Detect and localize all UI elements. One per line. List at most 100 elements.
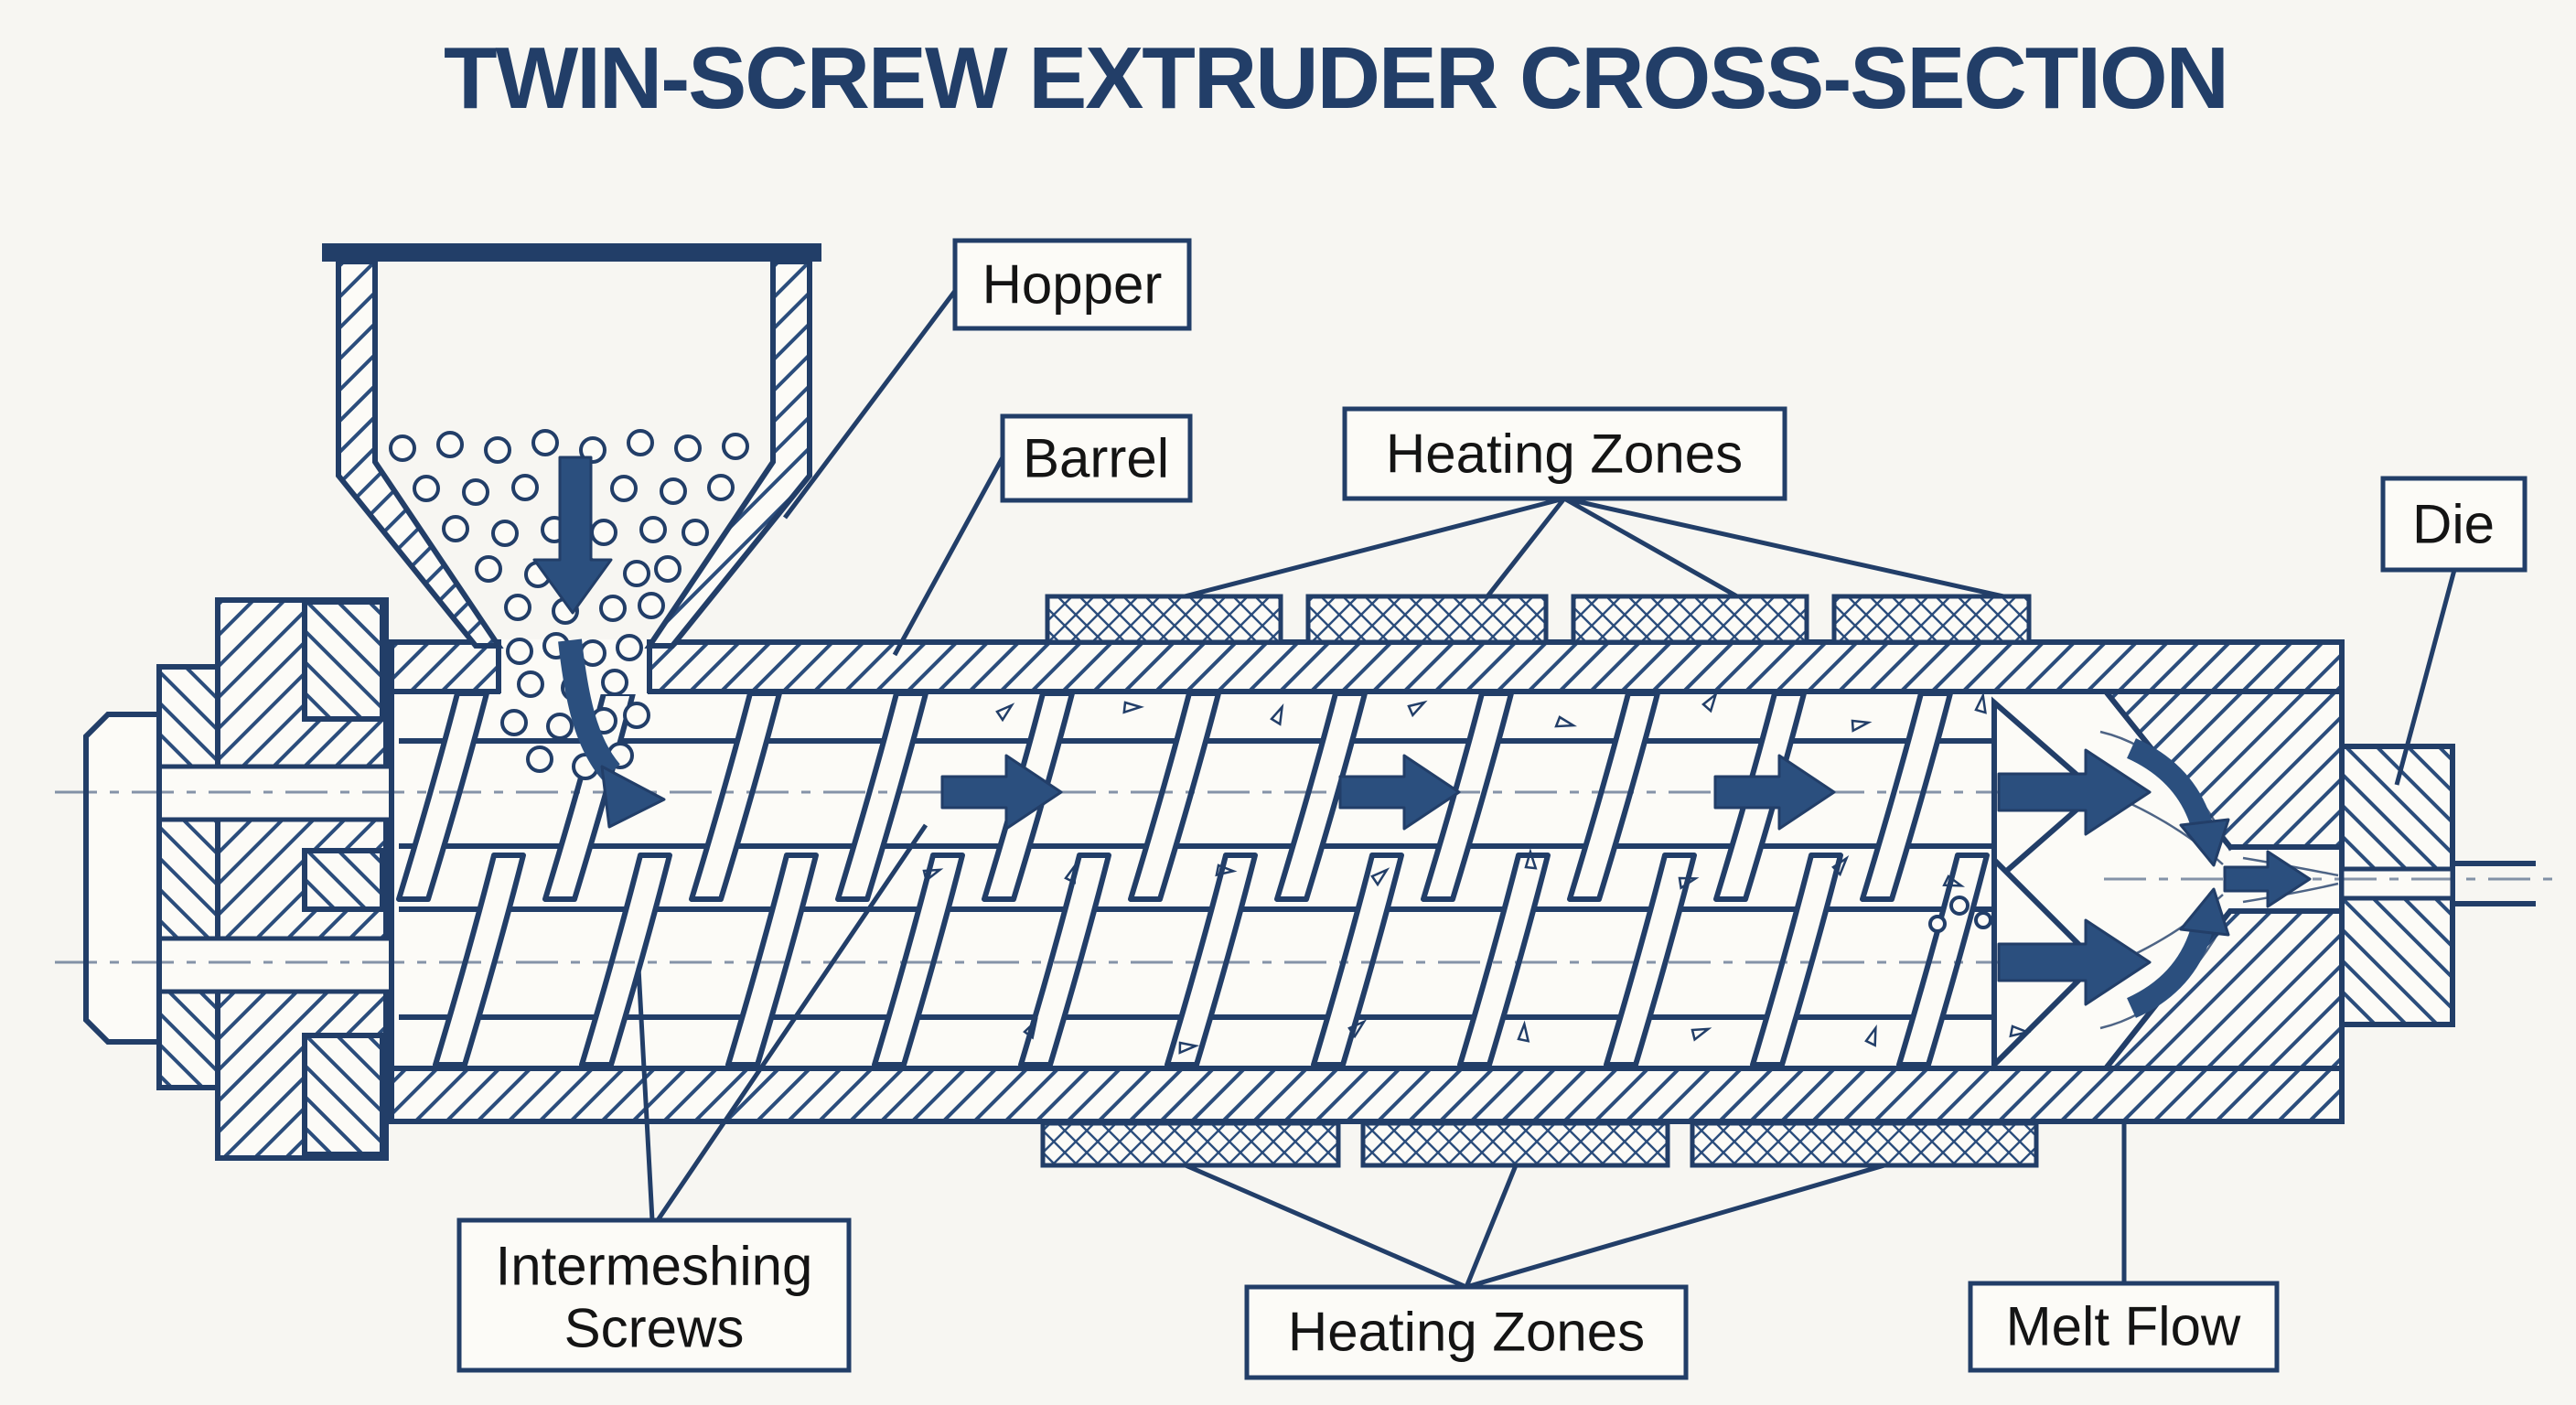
screw-top bbox=[396, 691, 1994, 902]
heating-zones-bottom-label-box bbox=[1244, 1284, 1689, 1380]
barrel-top-wall bbox=[389, 639, 2345, 694]
die-channel bbox=[2339, 866, 2455, 901]
heating-zones-top-label-box bbox=[1342, 406, 1787, 501]
screw-flight bbox=[725, 853, 819, 1067]
gearbox-end-plate bbox=[156, 664, 220, 1090]
bearing-block-bottom bbox=[302, 1033, 385, 1157]
melt-pellet bbox=[1949, 896, 1970, 916]
screw-flight bbox=[433, 853, 526, 1067]
hopper-label: Hopper bbox=[982, 254, 1163, 316]
die-label: Die bbox=[2412, 494, 2495, 555]
screw-flight bbox=[1165, 853, 1258, 1067]
pellet bbox=[389, 434, 416, 462]
die-label-box bbox=[2380, 476, 2528, 573]
feed-arrow-curve bbox=[558, 638, 621, 780]
hopper-label-box bbox=[952, 238, 1192, 331]
pellet bbox=[504, 594, 531, 621]
heater-block bbox=[1045, 594, 1283, 645]
shaft-channel-bottom bbox=[156, 936, 394, 994]
pellet bbox=[722, 433, 749, 460]
heating-zones-top-label: Heating Zones bbox=[1386, 424, 1743, 485]
hopper-leader bbox=[783, 289, 957, 520]
melt-speck bbox=[2009, 1024, 2032, 1038]
melt-speck bbox=[1023, 1017, 1038, 1040]
heater-block bbox=[1571, 594, 1809, 645]
melt-streamline bbox=[2242, 856, 2339, 877]
pellet bbox=[500, 709, 528, 736]
melt-speck bbox=[1347, 1019, 1368, 1039]
melt-flow-label: Melt Flow bbox=[2006, 1296, 2241, 1357]
screw-flight bbox=[1457, 853, 1551, 1067]
pellet bbox=[682, 519, 709, 546]
page-title: TWIN-SCREW EXTRUDER CROSS-SECTION bbox=[444, 29, 2227, 127]
pellet bbox=[616, 634, 643, 661]
pellet bbox=[531, 429, 559, 456]
die-exit-arrow bbox=[2223, 850, 2312, 908]
pellet bbox=[546, 713, 574, 740]
conveying-arrow bbox=[940, 754, 1063, 831]
pellet bbox=[491, 520, 519, 547]
barrel-label: Barrel bbox=[1023, 428, 1169, 489]
melt-speck bbox=[1270, 703, 1284, 726]
pellet bbox=[674, 434, 702, 462]
pellet bbox=[660, 477, 687, 505]
melt-speck bbox=[1851, 719, 1873, 733]
pellet bbox=[511, 474, 539, 501]
intermeshing-screws-label-line2: Screws bbox=[564, 1298, 745, 1359]
heating-zones-top-blocks bbox=[1045, 594, 2032, 645]
hopper-rim bbox=[322, 243, 821, 262]
melt-speck bbox=[1831, 855, 1850, 877]
screw-flight bbox=[1604, 853, 1697, 1067]
intermeshing-screws-leaders bbox=[636, 823, 928, 1222]
melt-converge-arrow-bottom-head bbox=[2179, 887, 2230, 937]
screw-flight bbox=[1128, 691, 1221, 902]
heating-zones-bottom-leaders bbox=[1185, 1163, 1885, 1290]
melt-flow-label-box bbox=[1968, 1281, 2280, 1373]
melt-speck bbox=[1864, 1024, 1877, 1047]
labels: Hopper Barrel Heating Zones Die Intermes… bbox=[456, 238, 2528, 1380]
conveying-arrow bbox=[1997, 748, 2152, 836]
pellet bbox=[462, 478, 489, 506]
conveying-arrow bbox=[1338, 754, 1461, 831]
shaft-channel-top bbox=[156, 764, 394, 822]
melt-converge-arrow-top bbox=[2126, 738, 2214, 832]
pellet bbox=[442, 515, 469, 542]
barrel-bottom-wall bbox=[389, 1066, 2345, 1124]
melt-speck bbox=[1690, 1027, 1712, 1042]
screw-flight bbox=[579, 853, 672, 1067]
melt-speck bbox=[995, 702, 1015, 723]
heater-block bbox=[1831, 594, 2032, 645]
melt-speck bbox=[1122, 701, 1144, 714]
melt-speck bbox=[1407, 700, 1428, 718]
melt-speck bbox=[1064, 861, 1077, 885]
screw-flight bbox=[689, 691, 782, 902]
intermeshing-screws-label-line1: Intermeshing bbox=[496, 1236, 813, 1297]
melt-speck bbox=[1517, 1020, 1530, 1043]
pellet bbox=[413, 475, 440, 502]
heater-block bbox=[1360, 1121, 1670, 1168]
screw-flight bbox=[1274, 691, 1368, 902]
intermeshing-screws-label-box bbox=[456, 1217, 852, 1373]
pellet bbox=[436, 431, 464, 458]
melt-speck bbox=[1524, 848, 1538, 870]
hopper bbox=[322, 243, 821, 780]
screw-flight bbox=[1421, 691, 1514, 902]
bearing-block-top bbox=[302, 599, 385, 722]
pellet bbox=[639, 516, 667, 543]
pellet bbox=[623, 702, 650, 729]
pellet bbox=[627, 429, 654, 456]
drive-coupling bbox=[83, 712, 162, 1045]
screw-flight bbox=[1311, 853, 1404, 1067]
gearbox-assembly bbox=[83, 597, 394, 1161]
screw-flight bbox=[835, 691, 928, 902]
flow-arrows bbox=[532, 456, 2312, 1018]
heater-block bbox=[1305, 594, 1549, 645]
screw-flight bbox=[1018, 853, 1111, 1067]
melt-streamline bbox=[2242, 882, 2339, 904]
die-leader bbox=[2394, 569, 2457, 786]
heater-block bbox=[1040, 1121, 1341, 1168]
heater-block bbox=[1690, 1121, 2039, 1168]
melt-speck bbox=[1178, 1041, 1200, 1055]
